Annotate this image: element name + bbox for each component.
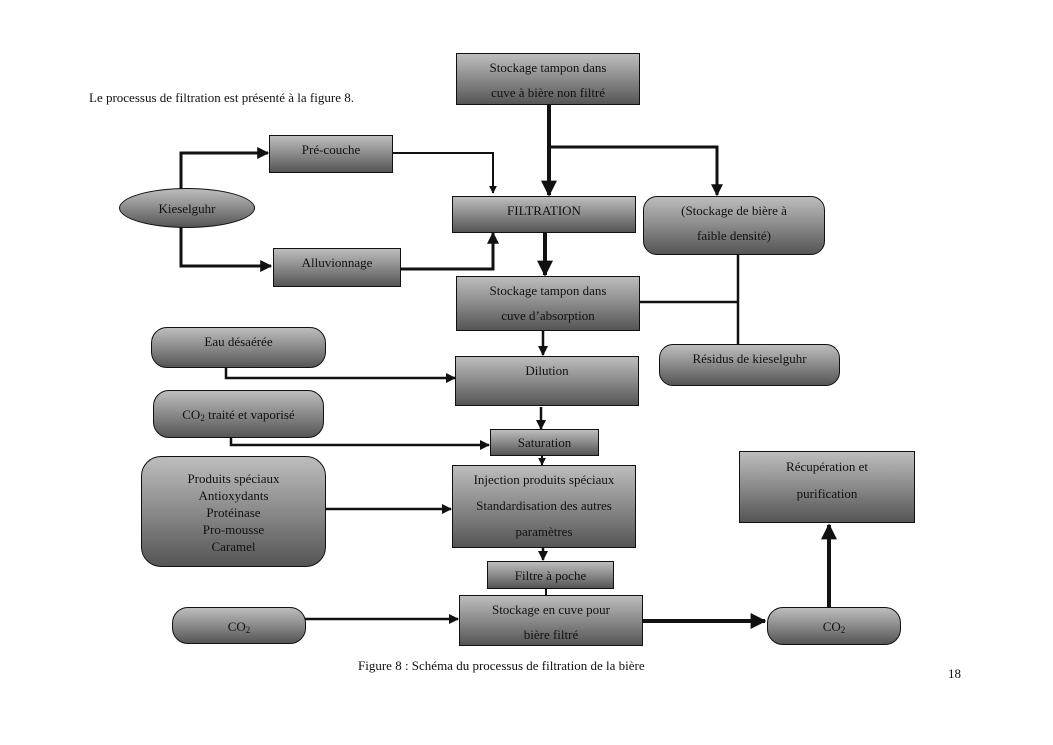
node-text: Stockage tampon dans [489,283,607,298]
figure-caption: Figure 8 : Schéma du processus de filtra… [358,658,645,673]
node-text: Standardisation des autres [476,498,612,513]
node-saturation: Saturation [490,429,599,456]
node-text: (Stockage de bière à [681,203,787,218]
node-text: Stockage en cuve pour [491,602,611,617]
node-text: Résidus de kieselguhr [692,351,807,366]
node-text: Pro-mousse [202,521,265,537]
node-alluvionnage: Alluvionnage [273,248,401,287]
co2-subscript: 2 [245,624,251,635]
node-text: cuve à bière non filtré [490,85,606,100]
co2-prefix: CO [182,407,201,422]
co2-subscript: 2 [840,625,846,635]
node-text: Saturation [517,435,572,450]
node-dilution: Dilution [455,356,639,406]
co2-prefix: CO [227,618,246,634]
node-text: faible densité) [697,228,771,243]
node-injection: Injection produits spéciaux Standardisat… [452,465,636,548]
node-text: cuve d’absorption [501,308,595,323]
node-eau-desaeree: Eau désaérée [151,327,326,368]
node-produits-speciaux: Produits spéciaux Antioxydants Protéinas… [141,456,326,567]
node-text: Récupération et [786,459,868,474]
node-text: CO2 [228,614,251,639]
arrow-co2-to-saturation [229,437,490,450]
node-text: Antioxydants [198,487,269,503]
node-text: Injection produits spéciaux [473,472,615,487]
node-text: Protéinase [206,504,261,520]
node-stockage-filtre: Stockage en cuve pour bière filtré [459,595,643,646]
arrow-precouche-to-filtration [392,152,497,194]
node-text: FILTRATION [507,203,581,218]
node-text: Dilution [525,363,569,378]
node-co2-traite: CO2 traité et vaporisé [153,390,324,438]
node-text: Stockage tampon dans [489,60,607,75]
node-stockage-non-filtre: Stockage tampon dans cuve à bière non fi… [456,53,640,105]
node-text: CO2 traité et vaporisé [182,402,294,427]
node-text: Filtre à poche [514,568,587,583]
node-text: bière filtré [523,627,579,642]
intro-paragraph: Le processus de filtration est présenté … [89,90,354,105]
page-number: 18 [948,666,961,681]
arrow-alluvionnage-to-filtration [400,231,499,271]
node-kieselguhr: Kieselguhr [119,188,255,228]
node-text: purification [796,486,858,501]
arrow-kieselguhr-to-precouche [179,147,270,190]
node-residus-kieselguhr: Résidus de kieselguhr [659,344,840,386]
node-text: paramètres [515,524,573,539]
node-text: Caramel [211,538,256,554]
arrow-kieselguhr-to-alluvionnage [179,224,273,272]
node-filtration: FILTRATION [452,196,636,233]
node-text: CO2 [823,614,846,639]
node-pre-couche: Pré-couche [269,135,393,173]
node-text: Kieselguhr [158,201,216,216]
arrow-stock-to-faible-densite [549,145,723,197]
co2-prefix: CO [822,619,841,634]
node-text: Pré-couche [301,142,361,157]
node-co2-output: CO2 [767,607,901,645]
node-stockage-absorption: Stockage tampon dans cuve d’absorption [456,276,640,331]
node-faible-densite: (Stockage de bière à faible densité) [643,196,825,255]
node-co2-input: CO2 [172,607,306,644]
node-filtre-poche: Filtre à poche [487,561,614,589]
arrow-eau-to-dilution [224,367,456,383]
node-text: Produits spéciaux [187,470,280,486]
node-recuperation-purification: Récupération et purification [739,451,915,523]
node-text: Eau désaérée [204,334,273,349]
co2-suffix: traité et vaporisé [204,407,295,422]
node-text: Alluvionnage [301,255,373,270]
co2-subscript: 2 [200,413,205,423]
